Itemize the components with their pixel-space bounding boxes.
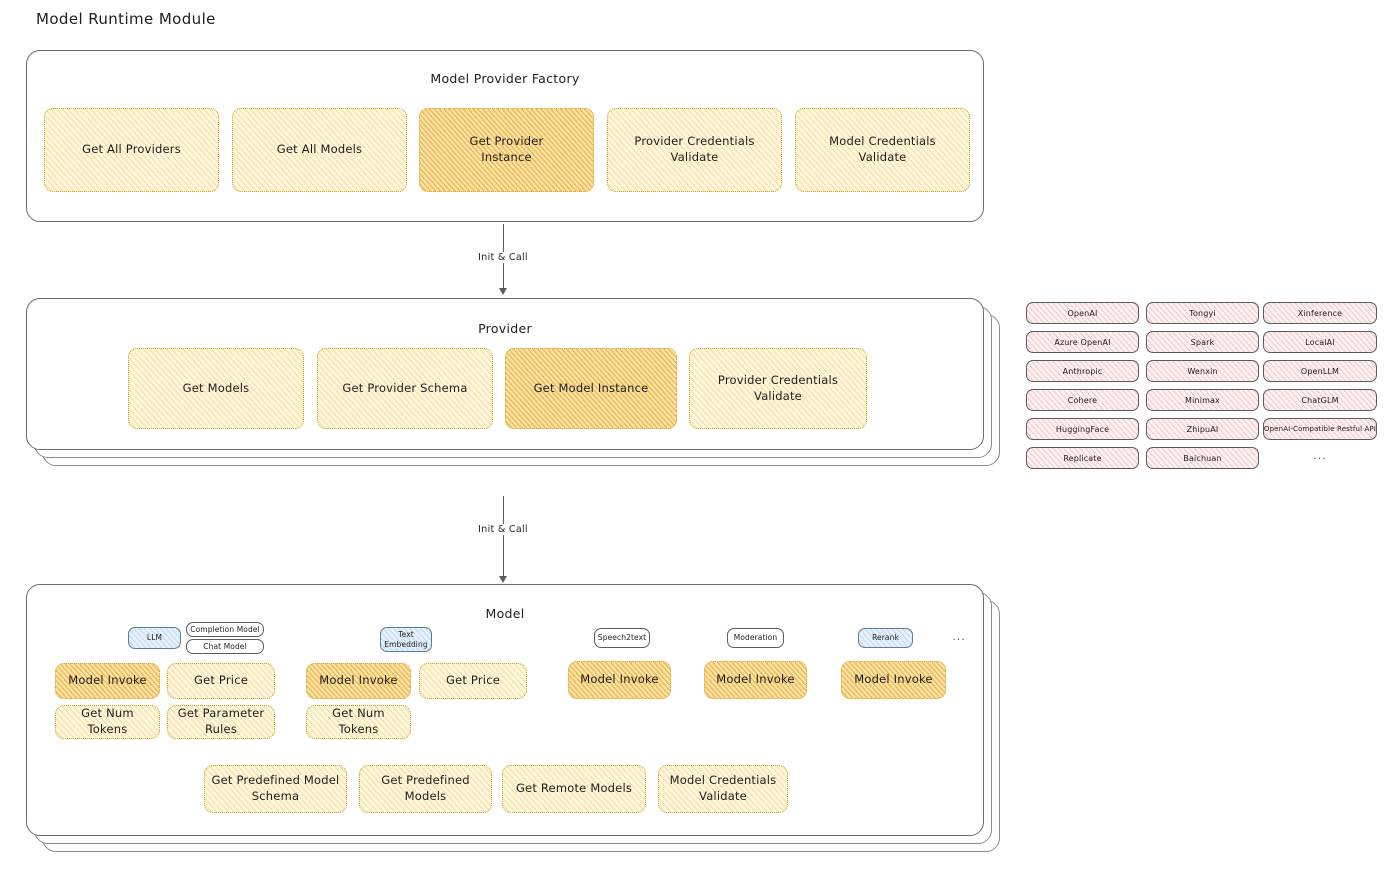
provider-chip-openllm[interactable]: OpenLLM — [1263, 360, 1377, 382]
provider-box-get-provider-schema[interactable]: Get Provider Schema — [317, 348, 493, 429]
model-method-llm-get-price[interactable]: Get Price — [167, 663, 275, 699]
factory-panel-title: Model Provider Factory — [430, 71, 580, 86]
factory-box-get-all-models[interactable]: Get All Models — [232, 108, 407, 192]
model-panel-title: Model — [485, 606, 525, 621]
model-subtype-chip-completion-model[interactable]: Completion Model — [186, 622, 264, 637]
model-type-chip-llm[interactable]: LLM — [128, 627, 181, 649]
provider-chip-chatglm[interactable]: ChatGLM — [1263, 389, 1377, 411]
model-method-speech2text-model-invoke[interactable]: Model Invoke — [568, 661, 671, 699]
provider-chip-spark[interactable]: Spark — [1146, 331, 1259, 353]
model-method-text-embedding-get-num-tokens[interactable]: Get Num Tokens — [306, 705, 411, 739]
model-subtype-chip-chat-model[interactable]: Chat Model — [186, 639, 264, 654]
model-method-rerank-model-invoke[interactable]: Model Invoke — [841, 661, 946, 699]
provider-box-get-model-instance[interactable]: Get Model Instance — [505, 348, 677, 429]
model-type-chip-speech2text[interactable]: Speech2text — [594, 628, 650, 648]
provider-chip-baichuan[interactable]: Baichuan — [1146, 447, 1259, 469]
provider-chip-localai[interactable]: LocalAI — [1263, 331, 1377, 353]
provider-chip-wenxin[interactable]: Wenxin — [1146, 360, 1259, 382]
provider-chip-tongyi[interactable]: Tongyi — [1146, 302, 1259, 324]
provider-chip-cohere[interactable]: Cohere — [1026, 389, 1139, 411]
connector-2-label: Init & Call — [474, 524, 532, 535]
connector-1-label: Init & Call — [474, 252, 532, 263]
model-method-llm-get-num-tokens[interactable]: Get Num Tokens — [55, 705, 160, 739]
provider-list-more-indicator: ... — [1313, 449, 1327, 462]
model-method-moderation-model-invoke[interactable]: Model Invoke — [704, 661, 807, 699]
page-title: Model Runtime Module — [36, 10, 216, 28]
provider-chip-anthropic[interactable]: Anthropic — [1026, 360, 1139, 382]
provider-chip-replicate[interactable]: Replicate — [1026, 447, 1139, 469]
provider-chip-azure-openai[interactable]: Azure OpenAI — [1026, 331, 1139, 353]
provider-chip-huggingface[interactable]: HuggingFace — [1026, 418, 1139, 440]
provider-chip-minimax[interactable]: Minimax — [1146, 389, 1259, 411]
provider-chip-zhipuai[interactable]: ZhipuAI — [1146, 418, 1259, 440]
model-shared-method-get-remote-models[interactable]: Get Remote Models — [502, 765, 646, 813]
provider-box-get-models[interactable]: Get Models — [128, 348, 304, 429]
model-method-text-embedding-get-price[interactable]: Get Price — [419, 663, 527, 699]
provider-chip-xinference[interactable]: Xinference — [1263, 302, 1377, 324]
model-method-text-embedding-model-invoke[interactable]: Model Invoke — [306, 663, 411, 699]
provider-chip-openai[interactable]: OpenAI — [1026, 302, 1139, 324]
model-types-more-indicator: ... — [952, 630, 966, 643]
model-method-llm-model-invoke[interactable]: Model Invoke — [55, 663, 160, 699]
provider-panel-title: Provider — [478, 321, 532, 336]
model-type-chip-moderation[interactable]: Moderation — [727, 628, 784, 648]
model-type-chip-rerank[interactable]: Rerank — [858, 628, 913, 648]
provider-chip-openai-compatible-restful-api[interactable]: OpenAI-Compatible Restful API — [1263, 418, 1377, 440]
factory-box-get-all-providers[interactable]: Get All Providers — [44, 108, 219, 192]
